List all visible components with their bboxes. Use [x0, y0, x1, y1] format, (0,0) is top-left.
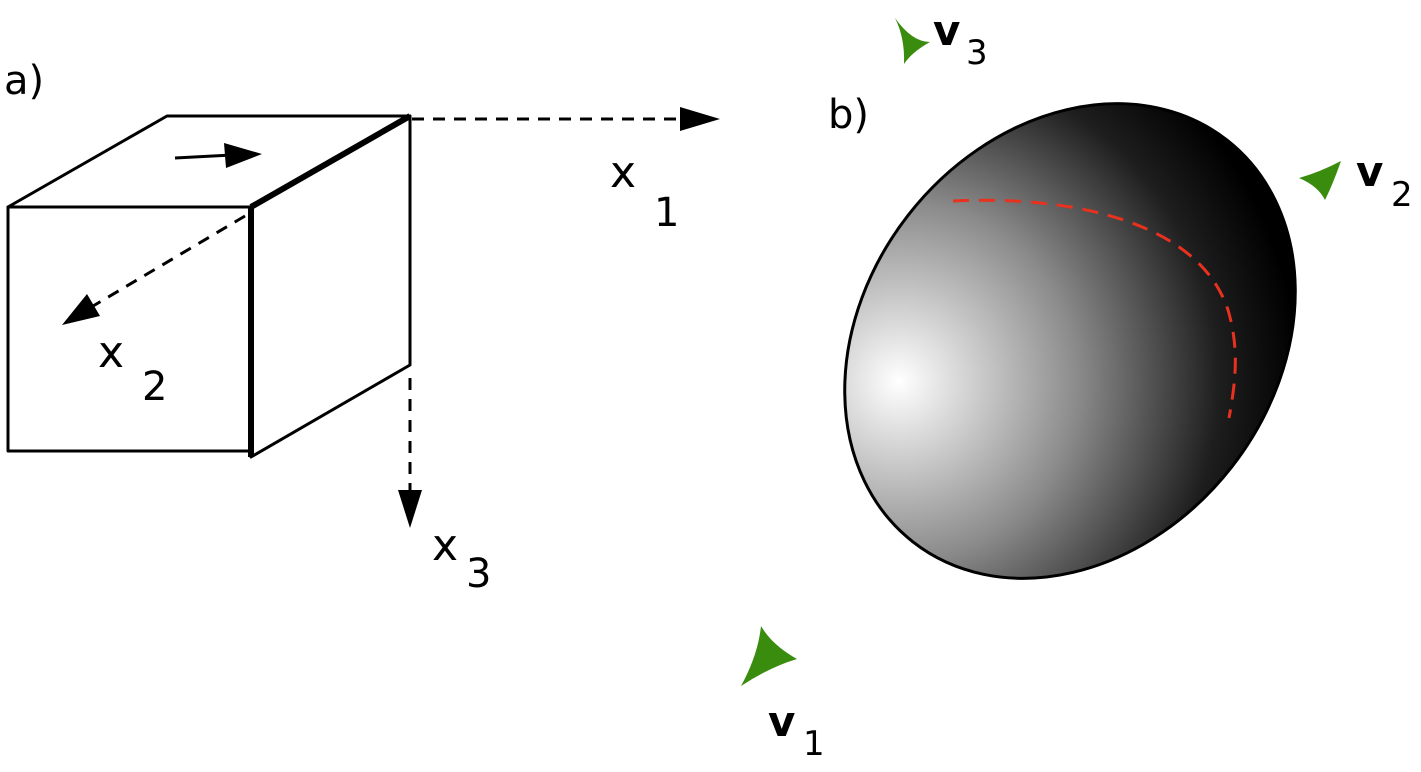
x3-axis-arrow: [398, 378, 422, 528]
x3-axis-label: x: [432, 520, 458, 571]
x1-axis-subscript: 1: [654, 190, 679, 236]
ellipsoid: [843, 102, 1297, 580]
v2-subscript: 2: [1391, 175, 1413, 215]
panel-b-label: b): [828, 92, 869, 138]
cube-top-face: [6, 114, 412, 209]
x3-axis-subscript: 3: [466, 551, 491, 597]
cube-right-face: [249, 114, 412, 459]
panel-a-label: a): [4, 58, 44, 104]
v3-marker: [895, 18, 930, 64]
v2-label: v: [1356, 147, 1383, 196]
x1-axis-arrow: [412, 107, 720, 131]
v1-label: v: [768, 697, 795, 746]
v1-marker: [741, 626, 797, 686]
cube-edge-thick-top: [249, 113, 412, 210]
x2-axis-label: x: [98, 327, 124, 378]
x2-axis-arrow: [62, 214, 246, 325]
cube-front-face: [6, 205, 253, 453]
v3-subscript: 3: [966, 33, 988, 73]
v3-label: v: [933, 6, 960, 55]
dashed-curve: [952, 198, 1237, 419]
v2-marker: [1299, 161, 1341, 200]
top-face-arrow: [174, 143, 262, 168]
x1-axis-label: x: [610, 147, 636, 198]
x2-axis-subscript: 2: [142, 364, 167, 410]
v1-subscript: 1: [803, 724, 825, 764]
cube: [6, 113, 412, 459]
